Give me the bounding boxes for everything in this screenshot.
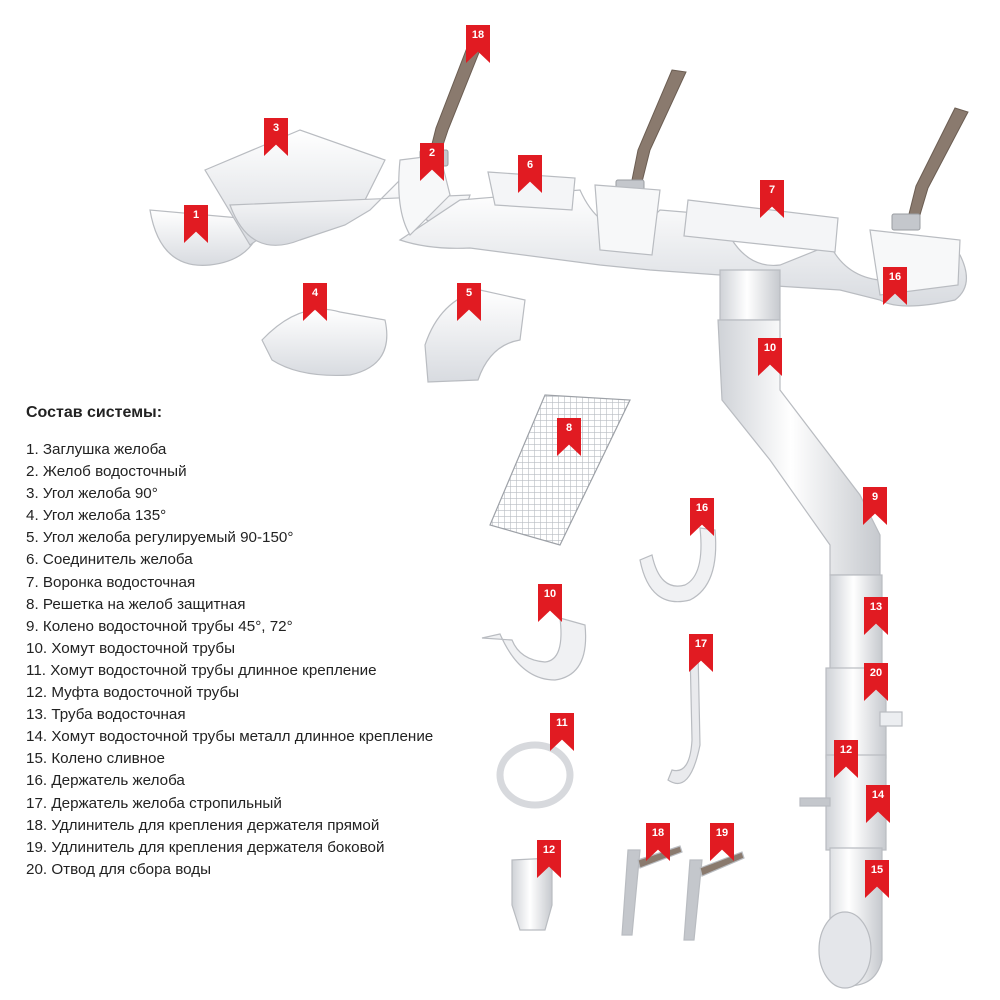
- parts-list-item: 8. Решетка на желоб защитная: [26, 595, 246, 613]
- callout-tag-7: 7: [760, 180, 784, 218]
- callout-tag-20: 20: [864, 663, 888, 701]
- callout-tag-6: 6: [518, 155, 542, 193]
- callout-tag-16b: 16: [690, 498, 714, 536]
- callout-tag-12b: 12: [537, 840, 561, 878]
- callout-tag-12: 12: [834, 740, 858, 778]
- parts-list-item: 18. Удлинитель для крепления держателя п…: [26, 816, 380, 834]
- parts-list-item: 7. Воронка водосточная: [26, 573, 196, 591]
- gutter-run: [149, 129, 967, 321]
- legend-heading: Состав системы:: [26, 404, 163, 421]
- parts-list-item: 3. Угол желоба 90°: [26, 485, 158, 503]
- callout-tag-10: 10: [758, 338, 782, 376]
- callout-tag-17: 17: [689, 634, 713, 672]
- callout-tag-1: 1: [184, 205, 208, 243]
- callout-tag-5: 5: [457, 283, 481, 321]
- parts-list-item: 10. Хомут водосточной трубы: [26, 639, 235, 657]
- parts-list-item: 15. Колено сливное: [26, 750, 165, 768]
- callout-tag-11: 11: [550, 713, 574, 751]
- parts-list-item: 13. Труба водосточная: [26, 706, 186, 724]
- parts-list-item: 17. Держатель желоба стропильный: [26, 794, 282, 812]
- parts-list-item: 14. Хомут водосточной трубы металл длинн…: [26, 728, 434, 746]
- callout-tag-15: 15: [865, 860, 889, 898]
- callout-tag-3: 3: [264, 118, 288, 156]
- parts-list-item: 16. Держатель желоба: [26, 772, 185, 790]
- loose-parts: [261, 289, 745, 941]
- parts-list-item: 4. Угол желоба 135°: [26, 507, 167, 525]
- callout-tag-2: 2: [420, 143, 444, 181]
- callout-tag-4: 4: [303, 283, 327, 321]
- parts-list-item: 11. Хомут водосточной трубы длинное креп…: [26, 661, 377, 679]
- callout-tag-14: 14: [866, 785, 890, 823]
- parts-list-item: 6. Соединитель желоба: [26, 551, 193, 569]
- rafter-extenders: [427, 39, 969, 229]
- parts-list-item: 9. Колено водосточной трубы 45°, 72°: [26, 617, 293, 635]
- callout-tag-13: 13: [864, 597, 888, 635]
- parts-list-item: 20. Отвод для сбора воды: [26, 860, 212, 878]
- callout-tag-18b: 18: [646, 823, 670, 861]
- callout-tag-10b: 10: [538, 584, 562, 622]
- parts-list-item: 19. Удлинитель для крепления держателя б…: [26, 838, 385, 856]
- callout-tag-16: 16: [883, 267, 907, 305]
- callout-tag-18: 18: [466, 25, 490, 63]
- parts-list-item: 2. Желоб водосточный: [26, 463, 187, 481]
- callout-tag-8: 8: [557, 418, 581, 456]
- parts-list-item: 1. Заглушка желоба: [26, 441, 167, 458]
- parts-list: 1. Заглушка желоба 2. Желоб водосточный …: [26, 439, 433, 881]
- callout-tag-19: 19: [710, 823, 734, 861]
- callout-tag-9: 9: [863, 487, 887, 525]
- parts-list-item: 5. Угол желоба регулируемый 90-150°: [26, 529, 294, 547]
- parts-list-item: 12. Муфта водосточной трубы: [26, 684, 240, 702]
